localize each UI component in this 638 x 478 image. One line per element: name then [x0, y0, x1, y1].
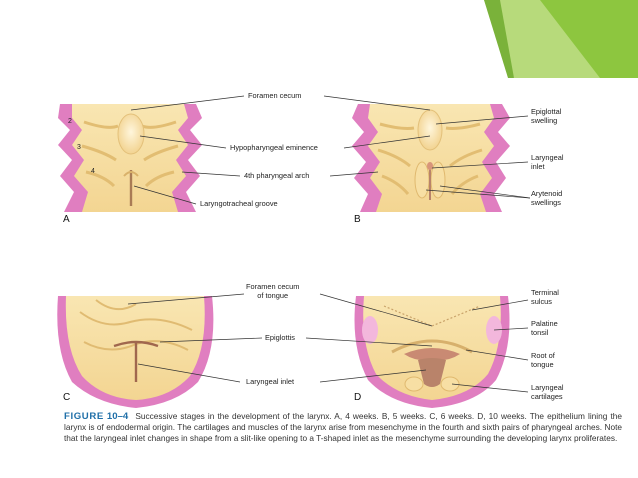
panel-b-epiglottal-swelling	[417, 109, 443, 151]
label-4th-pharyngeal-arch: 4th pharyngeal arch	[244, 171, 310, 180]
arch-number-4: 4	[91, 168, 95, 175]
panel-a-hypopharyngeal-eminence	[117, 113, 145, 155]
panel-a-arch-fold	[143, 144, 179, 162]
leader-root-of-tongue	[465, 349, 529, 361]
caption-figure-label: FIGURE	[64, 411, 104, 422]
leader-palatine-tonsil	[493, 327, 529, 331]
panel-letter-a: A	[63, 214, 70, 225]
leader-epiglottis-d	[305, 337, 433, 347]
label-epiglottal-swelling: Epiglottal swelling	[531, 107, 562, 125]
leader-foramen-cecum-d	[319, 293, 433, 327]
panel-b-illustration	[323, 95, 531, 212]
leader-laryngeal-inlet-d	[319, 369, 427, 383]
leader-arytenoid-swellings	[439, 185, 531, 199]
label-foramen-cecum: Foramen cecum	[248, 91, 302, 100]
panel-b-arch-fold	[445, 122, 481, 130]
leader-epiglottis-c	[159, 337, 263, 343]
figure-caption: FIGURE 10–4 Successive stages in the dev…	[64, 411, 622, 445]
green-sliver	[484, 0, 514, 78]
panel-a-arch-fold	[144, 170, 175, 188]
leader-hypopharyngeal-eminence-b	[343, 135, 431, 149]
leader-4th-pharyngeal-arch-b	[329, 171, 379, 177]
label-laryngeal-cartilages: Laryngeal cartilages	[531, 383, 564, 401]
panel-a-arch-fold	[85, 170, 116, 188]
label-laryngotracheal-groove: Laryngotracheal groove	[200, 199, 278, 208]
label-arytenoid-swellings: Arytenoid swellings	[531, 189, 563, 207]
panel-d-laryngeal-inlet	[418, 358, 446, 387]
leader-laryngeal-inlet-b	[431, 161, 529, 169]
label-terminal-sulcus: Terminal sulcus	[531, 288, 559, 306]
panel-d-palatine-tonsil-left	[362, 316, 378, 344]
panel-d-illustration	[305, 293, 529, 408]
leader-hypopharyngeal-eminence	[139, 135, 227, 149]
panel-a-tissue	[72, 104, 188, 212]
arch-number-2: 2	[68, 118, 72, 125]
panel-a-arch-fold	[83, 120, 119, 129]
leader-laryngotracheal-groove	[133, 185, 197, 205]
leader-laryngeal-cartilages	[451, 383, 529, 393]
caption-figure-number: 10–4	[106, 411, 129, 422]
label-palatine-tonsil: Palatine tonsil	[531, 319, 558, 337]
leader-foramen-cecum-b	[323, 95, 431, 111]
label-laryngeal-inlet-c: Laryngeal inlet	[246, 377, 295, 386]
label-laryngeal-inlet-b: Laryngeal inlet	[531, 153, 564, 171]
panel-c-tongue-fold	[79, 311, 193, 331]
leader-4th-pharyngeal-arch	[181, 171, 241, 177]
panel-a-arch-fold	[81, 144, 117, 162]
panel-b-arch-fold	[379, 122, 415, 130]
panel-letter-d: D	[354, 392, 362, 403]
panel-c-illustration	[57, 293, 263, 408]
panel-letter-c: C	[63, 392, 71, 403]
arch-number-3: 3	[77, 144, 81, 151]
panel-a-arch-fold	[141, 120, 177, 129]
leader-terminal-sulcus	[471, 299, 529, 311]
panel-b-arch-fold	[381, 174, 410, 195]
panel-a-groove-ridge	[123, 171, 139, 177]
panel-b-arch-fold	[449, 148, 483, 168]
label-epiglottis: Epiglottis	[265, 333, 295, 342]
label-hypopharyngeal-eminence: Hypopharyngeal eminence	[230, 143, 318, 152]
panel-b-arch-fold	[377, 148, 411, 168]
green-triangle-dark	[540, 0, 638, 78]
panel-a-illustration	[58, 95, 245, 212]
panel-d-epiglottis	[404, 348, 460, 361]
panel-d-laryngeal-cartilage-right	[440, 376, 460, 392]
label-foramen-cecum-of-tongue: Foramen cecum of tongue	[246, 282, 300, 300]
panel-letter-b: B	[354, 214, 361, 225]
leader-arytenoid-swellings-2	[425, 189, 531, 199]
label-root-of-tongue: Root of tongue	[531, 351, 555, 369]
panel-d-laryngeal-cartilage-left	[404, 376, 424, 392]
panel-b-arytenoid-left	[414, 161, 430, 199]
leader-foramen-cecum-a	[130, 95, 245, 111]
leader-epiglottal-swelling	[435, 115, 529, 125]
panel-d-root-of-tongue	[391, 339, 473, 354]
caption-text: Successive stages in the development of …	[64, 411, 622, 444]
leader-foramen-cecum-of-tongue	[127, 293, 245, 305]
leader-laryngeal-inlet-c	[137, 363, 241, 383]
panel-b-inlet-opening	[427, 162, 433, 170]
panel-c-tongue-fold	[95, 299, 137, 311]
